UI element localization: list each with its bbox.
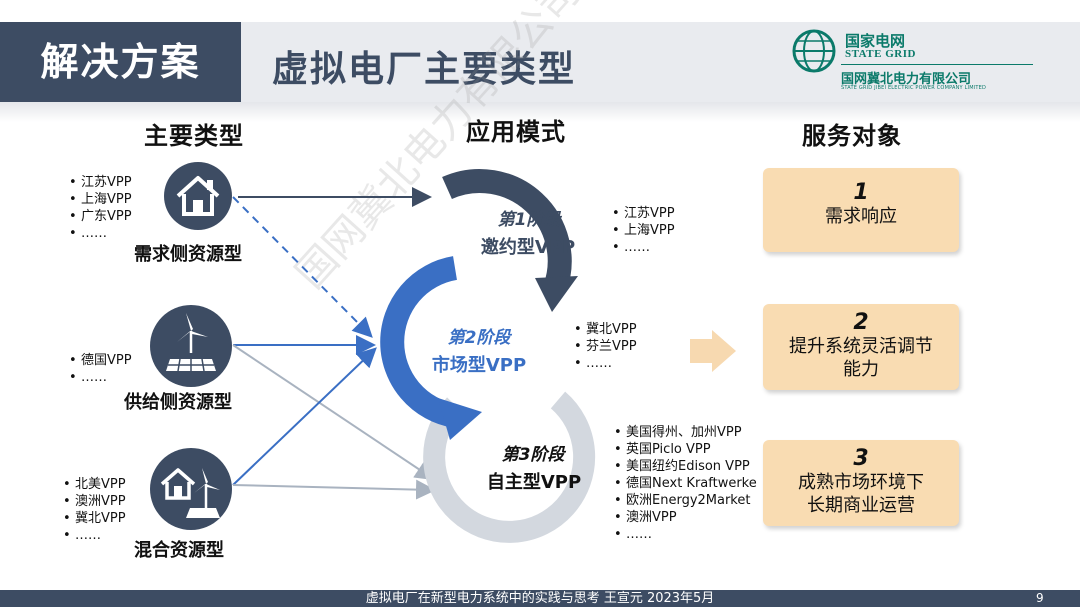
service-number: 1 — [853, 180, 869, 205]
hybrid-examples: 北美VPP 澳洲VPP 冀北VPP …… — [63, 476, 126, 544]
list-item: …… — [69, 369, 132, 386]
list-item: 英国Piclo VPP — [614, 441, 757, 458]
page-title: 虚拟电厂主要类型 — [272, 49, 577, 90]
stage2-label: 第2阶段 — [447, 328, 511, 348]
list-item: …… — [574, 355, 637, 372]
list-item: 德国VPP — [69, 352, 132, 369]
list-item: 美国纽约Edison VPP — [614, 458, 757, 475]
footer-bar — [0, 590, 1080, 607]
line-supply-to-stage3 — [232, 344, 436, 481]
list-item: …… — [63, 527, 126, 544]
logo-company-cn: 国网冀北电力有限公司 — [841, 72, 972, 87]
list-item: 德国Next Kraftwerke — [614, 475, 757, 492]
logo-en-name: STATE GRID — [845, 48, 916, 60]
stage1-label: 第1阶段 — [497, 210, 561, 230]
flow-to-services-arrow-icon — [690, 330, 736, 372]
stage3-arc — [423, 391, 596, 543]
resource-label-demand: 需求侧资源型 — [134, 244, 242, 265]
service-box-3: 3 成熟市场环境下 长期商业运营 — [763, 440, 959, 526]
service-text: 成熟市场环境下 — [798, 472, 924, 493]
section-tab-label: 解决方案 — [40, 40, 201, 84]
column-head-services: 服务对象 — [802, 122, 902, 150]
list-item: 上海VPP — [612, 222, 675, 239]
list-item: 美国得州、加州VPP — [614, 424, 757, 441]
page-number: 9 — [1036, 591, 1044, 605]
wind-solar-icon — [150, 305, 232, 387]
list-item: …… — [612, 239, 675, 256]
list-item: 澳洲VPP — [614, 509, 757, 526]
resource-label-supply: 供给侧资源型 — [124, 392, 232, 413]
stage3-name: 自主型VPP — [486, 472, 582, 493]
column-head-types: 主要类型 — [144, 122, 244, 150]
list-item: 江苏VPP — [612, 205, 675, 222]
stage1-examples: 江苏VPP 上海VPP …… — [612, 205, 675, 256]
logo-divider — [841, 64, 1033, 65]
line-demand-to-stage2-dashed — [232, 196, 373, 338]
stage2-name: 市场型VPP — [431, 355, 527, 376]
column-head-modes: 应用模式 — [466, 118, 566, 146]
stage1-arc — [442, 169, 572, 293]
supply-examples: 德国VPP …… — [69, 352, 132, 386]
resource-label-hybrid: 混合资源型 — [134, 540, 224, 561]
service-text: 能力 — [843, 359, 879, 380]
state-grid-logo: 国家电网 STATE GRID 国网冀北电力有限公司 STATE GRID JI… — [785, 24, 1045, 96]
stage3-label: 第3阶段 — [501, 445, 565, 465]
footer-text: 虚拟电厂在新型电力系统中的实践与思考 王宣元 2023年5月 — [365, 591, 715, 606]
service-text: 提升系统灵活调节 — [789, 336, 933, 357]
logo-cn-name: 国家电网 — [845, 32, 906, 50]
logo-company-en: STATE GRID JIBEI ELECTRIC POWER COMPANY … — [841, 85, 987, 91]
list-item: 上海VPP — [69, 191, 132, 208]
stage2-examples: 冀北VPP 芬兰VPP …… — [574, 321, 637, 372]
list-item: 芬兰VPP — [574, 338, 637, 355]
header-shadow — [0, 102, 1080, 122]
service-number: 3 — [853, 446, 869, 471]
demand-examples: 江苏VPP 上海VPP 广东VPP …… — [69, 174, 132, 242]
stage1-arrowhead — [535, 276, 578, 312]
list-item: 澳洲VPP — [63, 493, 126, 510]
service-text: 长期商业运营 — [807, 495, 915, 516]
service-box-2: 2 提升系统灵活调节 能力 — [763, 304, 959, 390]
header-tab — [0, 22, 241, 102]
stage2-arc — [380, 256, 458, 428]
stage2-arrowhead — [438, 398, 482, 440]
service-box-1: 1 需求响应 — [763, 168, 959, 252]
list-item: 江苏VPP — [69, 174, 132, 191]
list-item: …… — [614, 526, 757, 543]
list-item: 冀北VPP — [574, 321, 637, 338]
service-text: 需求响应 — [825, 206, 897, 227]
line-hybrid-to-stage3 — [232, 479, 436, 500]
list-item: 广东VPP — [69, 208, 132, 225]
stage1-name: 邀约型VPP — [480, 237, 576, 258]
list-item: 欧洲Energy2Market — [614, 492, 757, 509]
house-wind-solar-icon — [150, 448, 232, 530]
service-number: 2 — [853, 310, 869, 335]
list-item: 北美VPP — [63, 476, 126, 493]
state-grid-globe-logo-icon — [792, 29, 836, 73]
list-item: 冀北VPP — [63, 510, 126, 527]
list-item: …… — [69, 225, 132, 242]
line-hybrid-to-stage2 — [232, 347, 377, 486]
stage3-examples: 美国得州、加州VPP 英国Piclo VPP 美国纽约Edison VPP 德国… — [614, 424, 757, 543]
house-icon — [164, 162, 232, 230]
